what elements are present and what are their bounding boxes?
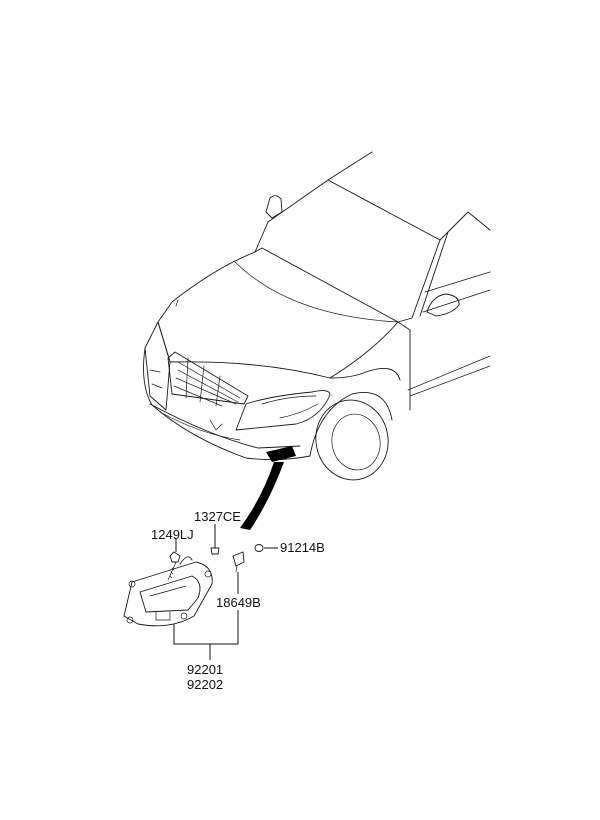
bolt-shaft <box>167 561 177 581</box>
part-label-18649b: 18649B <box>216 595 261 610</box>
bulb-socket <box>232 551 245 567</box>
hood-rear-edge <box>261 247 399 323</box>
fender-top <box>329 367 401 381</box>
fog-lamp-housing <box>123 561 213 627</box>
hood-front-edge <box>169 321 399 379</box>
hood-corner <box>254 247 263 253</box>
mirror-right <box>426 293 460 317</box>
wheel-rim <box>331 413 381 471</box>
windshield-base <box>327 179 441 241</box>
body-crease-2 <box>409 365 491 397</box>
door-front-edge <box>397 321 411 411</box>
car-illustration <box>143 151 491 481</box>
grille-bar-4 <box>173 385 223 407</box>
grille-bar-1 <box>177 361 241 399</box>
side-window-bottom <box>422 289 491 313</box>
part-label-1327ce: 1327CE <box>194 509 241 524</box>
part-label-92202: 92202 <box>187 677 224 692</box>
bumper-bottom <box>149 403 301 449</box>
bolt-thread <box>169 567 175 579</box>
mount-hole-4 <box>180 612 188 620</box>
side-window-top <box>424 271 491 293</box>
grille-bar-2 <box>177 369 239 403</box>
clip-body <box>210 547 220 555</box>
lens-line <box>149 585 187 597</box>
grommet <box>254 544 264 552</box>
headlight-right <box>235 390 331 431</box>
a-pillar-right <box>411 239 441 319</box>
part-label-91214b: 91214B <box>280 540 325 555</box>
callout-band <box>240 462 284 530</box>
bulb-wire <box>235 565 238 573</box>
leader-lines <box>173 524 278 660</box>
windshield-left-edge <box>267 151 373 223</box>
headlight-left-detail <box>149 369 163 389</box>
body-crease <box>407 355 491 391</box>
mount-hole-3 <box>126 616 134 624</box>
hood-right-corner <box>397 317 413 323</box>
grille-bar-3 <box>175 377 237 405</box>
lamp-connector <box>155 611 171 621</box>
grille-verticals <box>185 357 221 407</box>
fog-lamp-lens <box>139 575 201 613</box>
fog-lamp-location-marker <box>266 446 296 462</box>
mirror-left <box>265 195 283 219</box>
wheel-tire <box>315 399 389 481</box>
a-pillar <box>254 221 269 253</box>
hood-left-edge <box>157 251 256 323</box>
a-pillar-right-inner <box>419 231 449 317</box>
bolt-head <box>169 551 181 563</box>
grille-frame <box>167 351 249 405</box>
roof-edge <box>439 211 491 241</box>
headlight-right-detail-2 <box>279 403 319 419</box>
wheel-arch <box>309 392 393 457</box>
part-label-92201: 92201 <box>187 662 224 677</box>
part-label-1249lj: 1249LJ <box>151 527 194 542</box>
hood-emblem-dot <box>175 299 179 307</box>
fog-lamp-assembly-illustration <box>123 544 264 627</box>
headlight-left <box>144 321 171 411</box>
mount-hole-2 <box>204 570 212 578</box>
mount-hole-1 <box>128 580 136 588</box>
plate-mount <box>209 419 223 431</box>
lamp-bracket-arm <box>179 556 193 565</box>
hood-crease <box>234 261 399 323</box>
bumper-line <box>159 411 241 441</box>
leader-92201-bracket <box>173 610 239 645</box>
headlight-right-detail <box>261 395 317 405</box>
